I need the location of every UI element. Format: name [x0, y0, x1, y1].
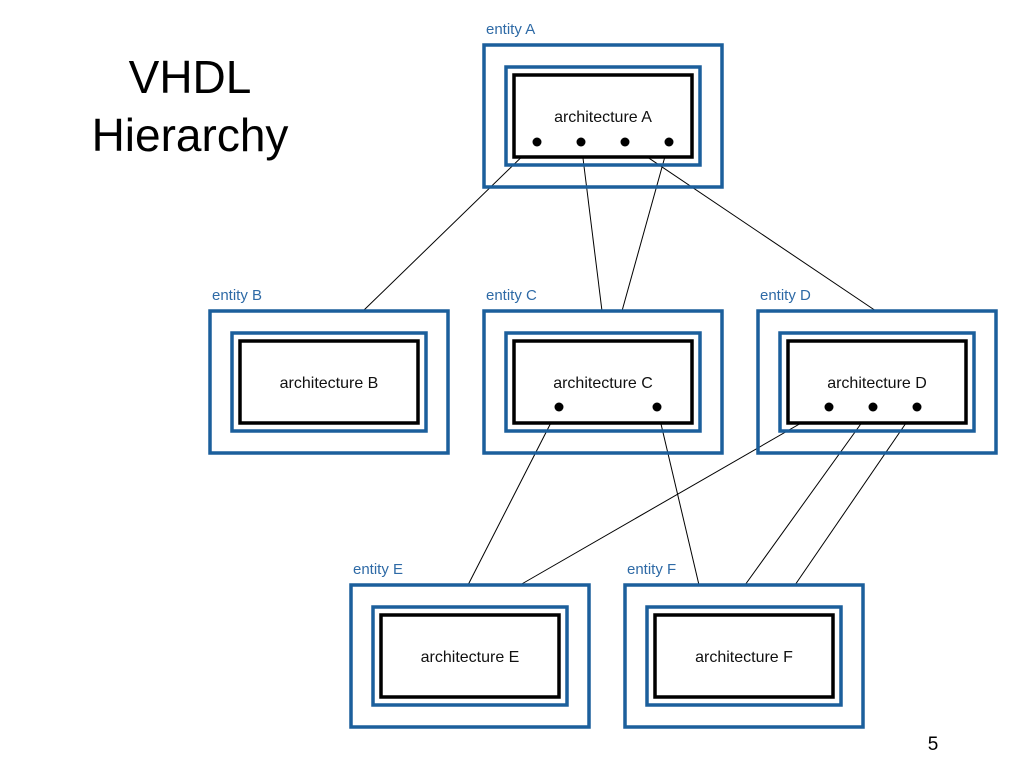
port-layer	[532, 137, 922, 412]
architecture-label: architecture F	[695, 649, 793, 666]
entity-box-inner	[778, 331, 976, 433]
entity-label: entity D	[760, 287, 811, 304]
port-dot	[554, 402, 564, 412]
entity-e: entity E architecture E	[349, 561, 591, 729]
architecture-box	[512, 73, 694, 159]
entity-box-inner	[230, 331, 428, 433]
architecture-box	[653, 613, 835, 699]
architecture-label: architecture C	[553, 375, 653, 392]
connector-layer	[362, 141, 918, 586]
connector-d-f	[794, 406, 918, 586]
entity-box-outer	[349, 583, 591, 729]
entity-a: entity A architecture A	[482, 21, 724, 189]
entity-label: entity F	[627, 561, 676, 578]
connector-c-f	[656, 406, 700, 586]
entity-box-inner	[645, 605, 843, 707]
connector-a-c	[621, 141, 670, 312]
port-dot	[912, 402, 922, 412]
connector-a-d	[624, 141, 877, 312]
entity-label: entity E	[353, 561, 403, 578]
slide-title-line-1: VHDL	[128, 51, 252, 103]
port-dot	[824, 402, 834, 412]
port-dot	[652, 402, 662, 412]
entity-label: entity A	[486, 21, 535, 38]
architecture-box	[512, 339, 694, 425]
architecture-box	[238, 339, 420, 425]
connector-a-b	[362, 141, 538, 312]
architecture-label: architecture A	[554, 109, 652, 126]
architecture-box	[786, 339, 968, 425]
entity-box-inner	[504, 65, 702, 167]
entity-box-inner	[504, 331, 702, 433]
architecture-label: architecture E	[421, 649, 520, 666]
entity-box-outer	[756, 309, 998, 455]
entity-d: entity D architecture D	[756, 287, 998, 455]
slide-title-line-2: Hierarchy	[91, 109, 289, 161]
entity-label: entity B	[212, 287, 262, 304]
entity-f: entity F architecture F	[623, 561, 865, 729]
port-dot	[576, 137, 586, 147]
entity-c: entity C architecture C	[482, 287, 724, 455]
connector-d-f	[744, 406, 874, 586]
entity-label: entity C	[486, 287, 537, 304]
connector-a-c	[580, 141, 603, 312]
entity-box-inner	[371, 605, 569, 707]
entity-box-outer	[482, 43, 724, 189]
port-dot	[868, 402, 878, 412]
entity-box-outer	[623, 583, 865, 729]
architecture-box	[379, 613, 561, 699]
page-number: 5	[927, 734, 939, 755]
architecture-label: architecture D	[827, 375, 927, 392]
entity-layer: entity A architecture A entity B architectu…	[208, 21, 998, 729]
port-dot	[620, 137, 630, 147]
port-dot	[532, 137, 542, 147]
architecture-label: architecture B	[280, 375, 379, 392]
connector-c-e	[467, 406, 560, 586]
connector-d-e	[519, 406, 830, 586]
entity-b: entity B architecture B	[208, 287, 450, 455]
slide-title: VHDL Hierarchy	[70, 48, 310, 164]
entity-box-outer	[482, 309, 724, 455]
port-dot	[664, 137, 674, 147]
entity-box-outer	[208, 309, 450, 455]
